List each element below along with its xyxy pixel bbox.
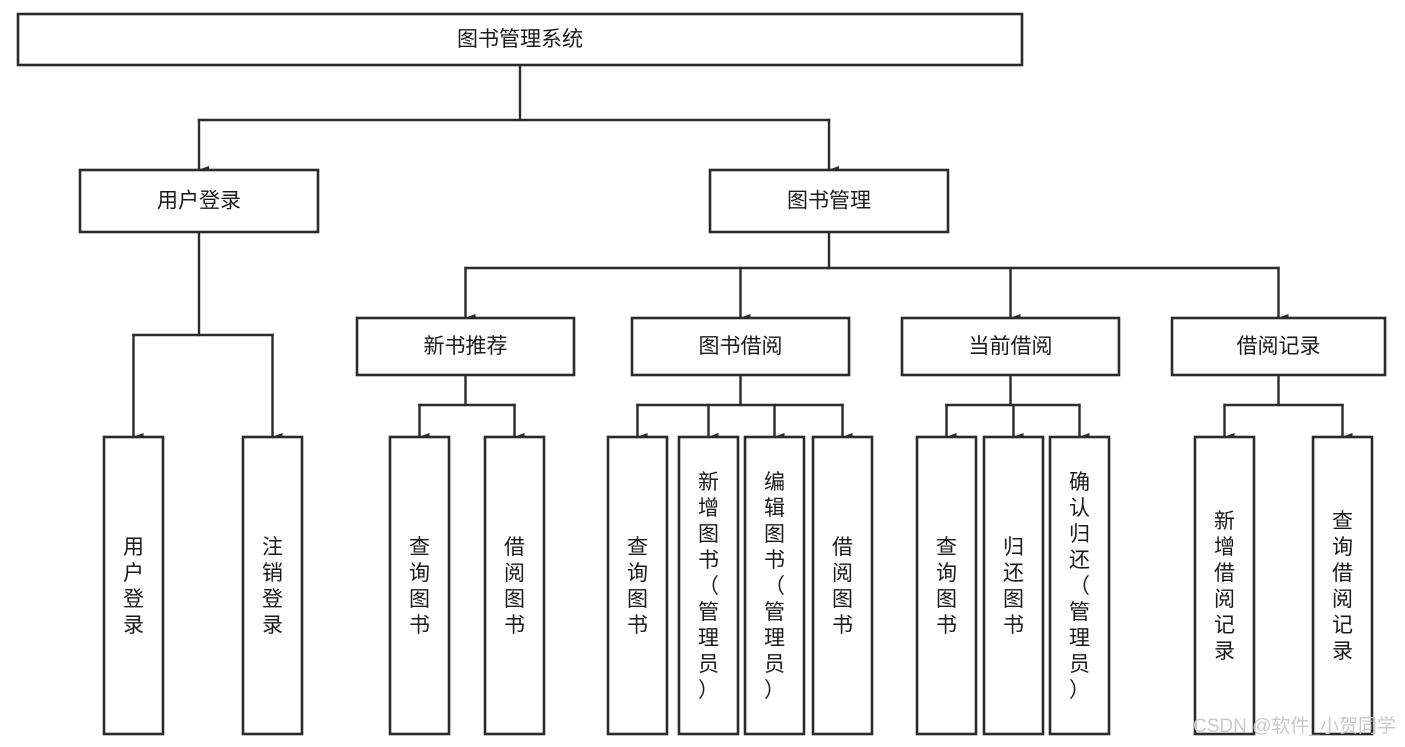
node-l3-current-borrow[interactable]: 当前借阅 [900,316,1121,377]
node-label: 新增借阅记录 [1214,510,1235,663]
node-label: 查询借阅记录 [1332,510,1353,663]
node-box[interactable] [102,435,165,736]
node-leaf-confirm-return[interactable]: 确认归还（管理员） [1048,435,1111,736]
node-label: 借阅图书 [832,536,853,637]
node-box[interactable] [982,435,1045,736]
edge-group-root [197,63,839,174]
node-label: 编辑图书（管理员） [764,471,785,702]
node-leaf-user-login[interactable]: 用户登录 [102,435,165,736]
node-box[interactable] [78,168,320,234]
edge-group-l2-user-login [132,230,283,441]
node-l2-user-login[interactable]: 用户登录 [78,168,320,234]
node-label: 借阅记录 [1237,335,1321,358]
node-box[interactable] [708,168,950,234]
node-leaf-logout[interactable]: 注销登录 [241,435,304,736]
node-box[interactable] [1193,435,1256,736]
node-label: 查询图书 [936,536,957,637]
node-box[interactable] [483,435,546,736]
edge-group-l3-new-book-rec [418,373,525,441]
node-box[interactable] [811,435,874,736]
node-label: 确认归还（管理员） [1069,471,1090,702]
node-l3-book-borrow[interactable]: 图书借阅 [630,316,851,377]
node-leaf-return-book[interactable]: 归还图书 [982,435,1045,736]
node-box[interactable] [1170,316,1387,377]
edge-group-l3-borrow-record [1223,373,1353,441]
node-box[interactable] [743,435,806,736]
node-leaf-borrow-book-1[interactable]: 借阅图书 [483,435,546,736]
node-label: 注销登录 [262,536,283,637]
node-l3-borrow-record[interactable]: 借阅记录 [1170,316,1387,377]
node-box[interactable] [900,316,1121,377]
node-label: 用户登录 [157,190,241,213]
node-box[interactable] [1048,435,1111,736]
node-leaf-add-book[interactable]: 新增图书（管理员） [677,435,740,736]
edge-group-l2-book-manage [464,230,1289,322]
node-box[interactable] [1311,435,1374,736]
node-label: 归还图书 [1003,536,1024,637]
node-label: 图书管理 [787,190,871,213]
node-label: 图书管理系统 [457,28,583,51]
node-box[interactable] [16,12,1024,67]
edge-group-l3-current-borrow [945,373,1090,441]
nodes-layer: 图书管理系统用户登录图书管理新书推荐图书借阅当前借阅借阅记录用户登录注销登录查询… [16,12,1387,736]
edge-group-l3-book-borrow [636,373,853,441]
node-label: 用户登录 [123,536,144,637]
node-label: 借阅图书 [504,536,525,637]
node-leaf-edit-book[interactable]: 编辑图书（管理员） [743,435,806,736]
node-root[interactable]: 图书管理系统 [16,12,1024,67]
node-box[interactable] [677,435,740,736]
node-leaf-query-book-3[interactable]: 查询图书 [915,435,978,736]
node-label: 新增图书（管理员） [698,471,719,702]
node-label: 当前借阅 [969,335,1053,358]
node-l3-new-book-rec[interactable]: 新书推荐 [355,316,576,377]
edges-layer [132,63,1353,441]
node-label: 查询图书 [409,536,430,637]
node-leaf-query-book-2[interactable]: 查询图书 [606,435,669,736]
node-box[interactable] [630,316,851,377]
node-label: 图书借阅 [699,335,783,358]
node-box[interactable] [915,435,978,736]
node-l2-book-manage[interactable]: 图书管理 [708,168,950,234]
node-box[interactable] [388,435,451,736]
node-label: 新书推荐 [424,335,508,358]
node-leaf-add-record[interactable]: 新增借阅记录 [1193,435,1256,736]
node-leaf-query-record[interactable]: 查询借阅记录 [1311,435,1374,736]
node-leaf-borrow-book-2[interactable]: 借阅图书 [811,435,874,736]
node-box[interactable] [241,435,304,736]
node-label: 查询图书 [627,536,648,637]
csdn-watermark: CSDN @软件_小贺同学 [1193,715,1396,737]
node-box[interactable] [355,316,576,377]
node-box[interactable] [606,435,669,736]
node-leaf-query-book-1[interactable]: 查询图书 [388,435,451,736]
